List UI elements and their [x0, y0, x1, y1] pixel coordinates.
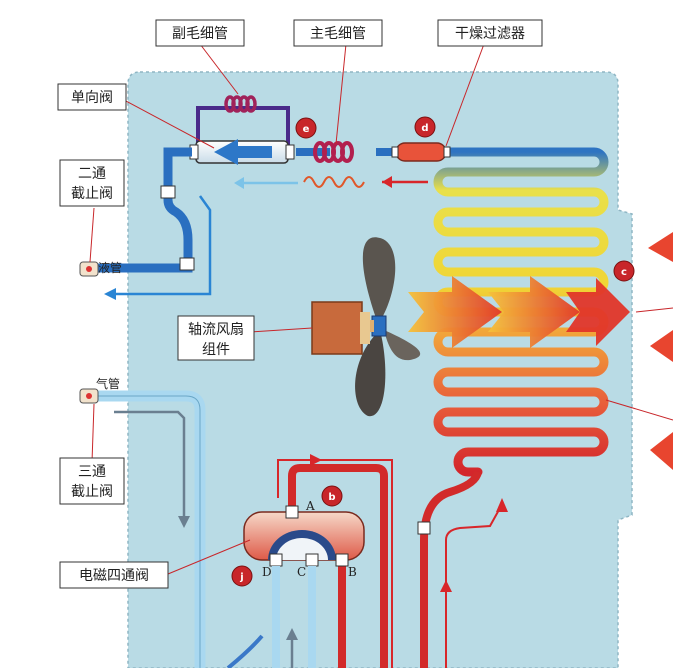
hot-flow-arrowhead-top: [310, 454, 322, 466]
svg-text:c: c: [621, 267, 627, 278]
label-main-capillary: 主毛细管: [293, 19, 383, 47]
svg-text:d: d: [421, 123, 428, 134]
watermark-logo-icon: [5, 648, 19, 662]
svg-text:单向阀: 单向阀: [71, 90, 113, 106]
return-flow-arrowhead: [286, 628, 298, 640]
airflow-arrows: [408, 276, 630, 348]
label-two-way-valve: 二通 截止阀: [59, 159, 125, 207]
axial-fan: [355, 237, 421, 417]
fan-motor: [311, 301, 370, 355]
pipe-joint: [179, 257, 195, 271]
gas-flow-arrowhead: [178, 516, 190, 528]
svg-text:截止阀: 截止阀: [71, 186, 113, 202]
dryer-filter: [391, 142, 451, 162]
gas-flow-line: [114, 410, 186, 518]
label-dryer-filter: 干燥过滤器: [437, 19, 543, 47]
aux-capillary-coil: [224, 95, 257, 113]
flow-arrowhead-blue-top: [234, 177, 244, 189]
svg-text:干燥过滤器: 干燥过滤器: [455, 26, 525, 42]
check-valve: [189, 139, 295, 165]
svg-text:二通: 二通: [78, 166, 106, 182]
badge-c: c: [613, 260, 635, 282]
svg-text:副毛细管: 副毛细管: [172, 26, 228, 42]
hot-gas-pipe-a: [288, 464, 388, 668]
hot-flow-arrowhead-up: [496, 498, 508, 512]
gas-pipe-outline: [96, 395, 201, 668]
pipe-joint: [417, 521, 431, 535]
svg-text:大武活技: 大武活技: [26, 648, 70, 662]
hot-flow-line: [277, 459, 393, 668]
main-capillary-coil: [313, 141, 354, 163]
badge-e: e: [295, 117, 317, 139]
two-way-valve: [79, 261, 99, 277]
heat-wave: [303, 176, 365, 188]
label-aux-capillary: 副毛细管: [155, 19, 245, 47]
svg-text:电磁四通阀: 电磁四通阀: [79, 568, 149, 584]
badge-d: d: [414, 116, 436, 138]
port-c: C: [297, 565, 306, 579]
liquid-pipe: [96, 147, 193, 273]
pipe-joint: [160, 185, 176, 199]
label-axial-fan: 轴流风扇 组件: [177, 315, 255, 361]
three-way-valve: [79, 388, 99, 404]
label-liquid-pipe: 液管: [98, 260, 122, 275]
svg-text:轴流风扇: 轴流风扇: [188, 322, 244, 338]
flow-arrowhead-red-top: [382, 176, 392, 188]
svg-text:b: b: [328, 492, 335, 503]
aux-capillary-bypass: [196, 106, 290, 152]
port-d: D: [262, 565, 272, 579]
leader-lines: [89, 43, 673, 575]
four-way-valve: [243, 505, 365, 567]
label-four-way-valve: 电磁四通阀: [59, 561, 169, 589]
svg-text:e: e: [303, 124, 310, 135]
svg-text:j: j: [239, 572, 243, 583]
badge-b: b: [321, 485, 343, 507]
watermark: 大武活技: [5, 648, 70, 662]
hot-flow-line-up: [445, 507, 501, 668]
svg-text:组件: 组件: [202, 342, 230, 358]
svg-text:三通: 三通: [78, 464, 106, 480]
svg-text:截止阀: 截止阀: [71, 484, 113, 500]
port-a: A: [305, 499, 315, 513]
svg-text:主毛细管: 主毛细管: [310, 26, 366, 42]
label-gas-pipe: 气管: [96, 376, 120, 391]
liquid-flow-line: [114, 195, 212, 296]
four-way-gas-pipe: [272, 566, 316, 668]
bottom-blue-line: [226, 634, 264, 668]
hot-flow-arrowhead-mid: [440, 580, 452, 592]
port-b: B: [348, 565, 357, 579]
label-check-valve: 单向阀: [57, 83, 127, 111]
badge-j: j: [231, 565, 253, 587]
heat-flames: [648, 232, 673, 470]
label-three-way-valve: 三通 截止阀: [59, 457, 125, 505]
liquid-flow-arrowhead: [104, 288, 116, 300]
